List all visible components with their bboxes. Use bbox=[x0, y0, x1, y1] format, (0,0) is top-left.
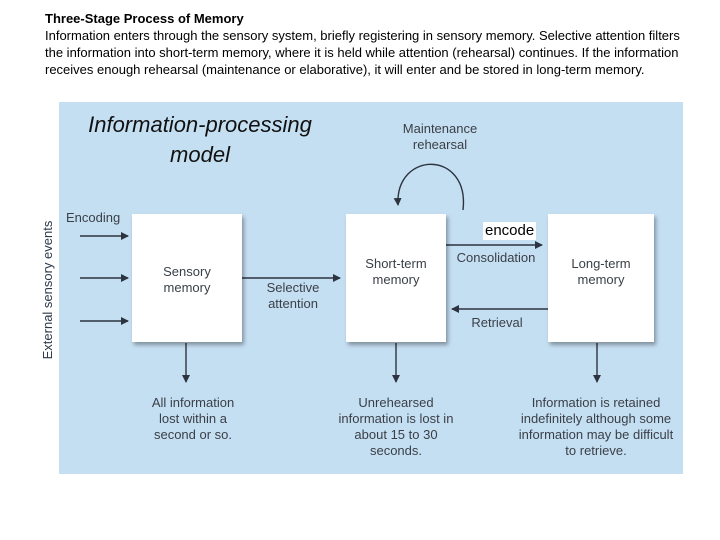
selective-attention-label: Selective attention bbox=[266, 280, 320, 311]
long-term-memory-label: Long-term memory bbox=[571, 256, 631, 287]
sensory-memory-label: Sensory memory bbox=[163, 264, 211, 295]
sensory-memory-box: Sensory memory bbox=[132, 214, 242, 342]
short-term-memory-label: Short-term memory bbox=[365, 256, 427, 287]
caption-body: Information enters through the sensory s… bbox=[45, 28, 680, 77]
long-term-memory-box: Long-term memory bbox=[548, 214, 654, 342]
short-term-memory-box: Short-term memory bbox=[346, 214, 446, 342]
maintenance-rehearsal-label: Maintenance rehearsal bbox=[402, 121, 478, 152]
caption-title: Three-Stage Process of Memory bbox=[45, 11, 244, 26]
caption: Three-Stage Process of Memory Informatio… bbox=[45, 10, 685, 78]
encode-label: encode bbox=[483, 222, 537, 240]
encoding-label: Encoding bbox=[66, 210, 121, 225]
short-term-outcome-text: Unrehearsed information is lost in about… bbox=[338, 395, 454, 458]
diagram-title: Information-processing model bbox=[88, 112, 312, 167]
maintenance-rehearsal-loop bbox=[393, 163, 465, 211]
long-term-outcome-text: Information is retained indefinitely alt… bbox=[518, 395, 674, 458]
sensory-outcome-text: All information lost within a second or … bbox=[151, 395, 235, 442]
consolidation-label: Consolidation bbox=[456, 250, 536, 265]
retrieval-label: Retrieval bbox=[471, 315, 523, 330]
